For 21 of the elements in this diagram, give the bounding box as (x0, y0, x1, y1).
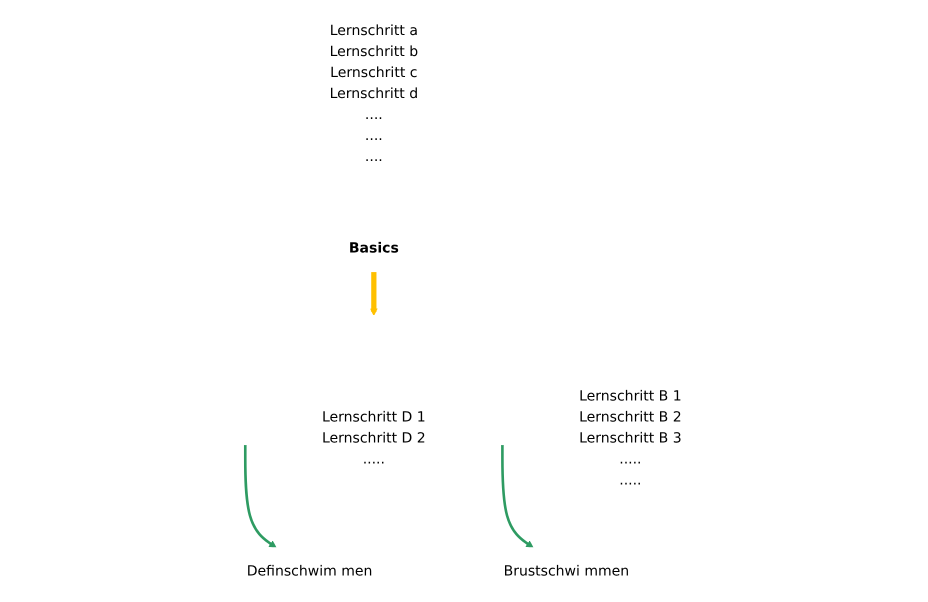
node-label: ..... (619, 471, 642, 488)
node-label: .... (364, 106, 383, 123)
node-label: ..... (362, 450, 385, 468)
node-text: Brustschwi mmen (503, 562, 629, 580)
node-label: .... (364, 148, 383, 165)
node-label: Lernschritt B 1 (578, 387, 682, 404)
node-label: Lernschritt B 2 (578, 408, 682, 425)
node-label: Lernschritt a (330, 22, 418, 39)
arrow (244, 444, 276, 548)
node-text: Definschwim men (246, 562, 372, 580)
node-label: Lernschritt D 1 (322, 408, 426, 425)
node-label: Lernschritt D 2 (322, 429, 426, 446)
node-label: ..... (619, 450, 642, 468)
node-label: Lernschritt d (329, 85, 418, 102)
arrow (370, 272, 378, 316)
node-label: Lernschritt B 3 (578, 429, 682, 446)
node-label: Lernschritt c (330, 64, 418, 81)
node-text: Basics (348, 239, 399, 256)
arrow (500, 444, 534, 548)
node-label: .... (364, 127, 383, 144)
node-label: Lernschritt b (329, 42, 418, 60)
